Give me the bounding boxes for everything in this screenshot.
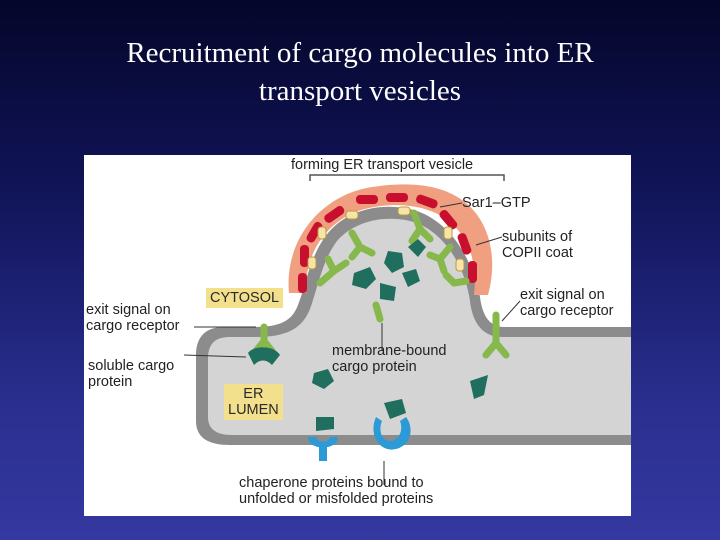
exit-signal-left-line-2: cargo receptor [86, 318, 180, 334]
right-cargo-receptor [482, 311, 510, 359]
sar1-gtp-molecules [307, 206, 465, 272]
vesicle-cargo-proteins [352, 239, 426, 301]
sar1-gtp-label: Sar1–GTP [462, 195, 531, 211]
chaperone-label-line-2: unfolded or misfolded proteins [239, 491, 434, 507]
lumen-cargo-proteins [312, 369, 488, 431]
slide-title: Recruitment of cargo molecules into ER t… [0, 34, 720, 110]
chaperone-label-line-1: chaperone proteins bound to [239, 475, 424, 491]
leader-lines [183, 202, 521, 485]
soluble-cargo-label: soluble cargo protein [88, 358, 174, 390]
membrane-cargo-label-line-1: membrane-bound [332, 343, 447, 359]
copii-subunits-label-line-2: COPII coat [502, 245, 573, 261]
copii-subunits-label: subunits of COPII coat [502, 229, 573, 261]
membrane-cargo-label: membrane-bound cargo protein [332, 343, 446, 375]
er-lumen-tag-line-2: LUMEN [228, 402, 279, 418]
exit-signal-right-line-2: cargo receptor [520, 303, 614, 319]
chaperone-label: chaperone proteins bound to unfolded or … [239, 475, 433, 507]
er-lumen-tag-line-1: ER [243, 386, 264, 402]
membrane-cargo-label-line-2: cargo protein [332, 359, 417, 375]
forming-vesicle-label: forming ER transport vesicle [291, 157, 474, 173]
copii-red-subunits [298, 193, 477, 293]
diagram-artwork [183, 174, 631, 485]
slide-title-line-2: transport vesicles [258, 75, 462, 107]
er-lumen-tag: ER LUMEN [224, 384, 283, 420]
copii-subunits-label-line-1: subunits of [502, 229, 573, 245]
exit-signal-left-line-1: exit signal on [86, 302, 171, 318]
chaperone-proteins [308, 417, 411, 461]
left-soluble-cargo [248, 347, 280, 365]
cytosol-tag: CYTOSOL [206, 288, 284, 308]
slide-title-line-1: Recruitment of cargo molecules into ER [126, 37, 594, 69]
soluble-cargo-label-line-2: protein [88, 374, 133, 390]
exit-signal-right-line-1: exit signal on [520, 287, 605, 303]
vesicle-bracket [309, 174, 505, 181]
soluble-cargo-label-line-1: soluble cargo [88, 358, 175, 374]
exit-signal-left-label: exit signal on cargo receptor [86, 302, 180, 334]
er-vesicle-diagram: forming ER transport vesicle Sar1–GTP su… [84, 155, 631, 516]
vesicle-cargo-receptors [316, 209, 470, 323]
exit-signal-right-label: exit signal on cargo receptor [520, 287, 614, 319]
